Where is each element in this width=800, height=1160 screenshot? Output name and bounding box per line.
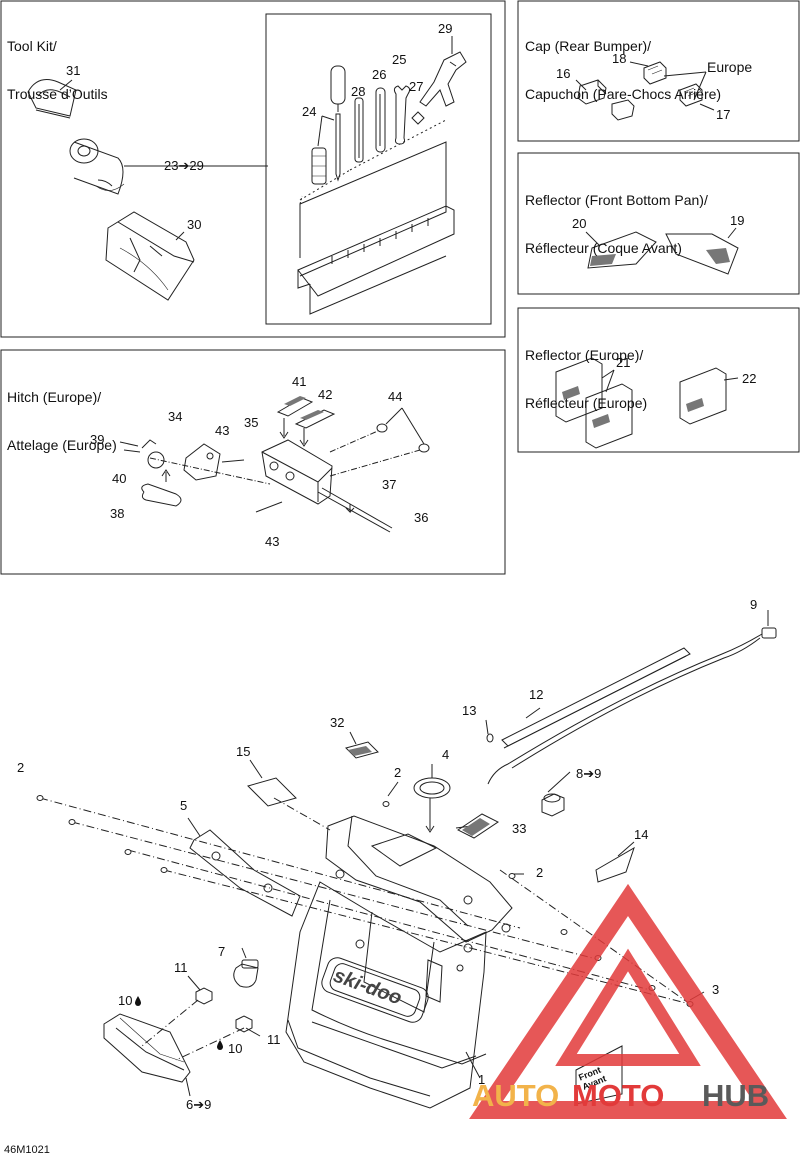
callout-23-29: 23➔29 xyxy=(164,158,204,173)
toolkit-title-fr: Trousse d’Outils xyxy=(7,86,108,102)
callout-17: 17 xyxy=(716,107,731,122)
callout-16: 16 xyxy=(556,66,571,81)
callout-8-9: 8➔9 xyxy=(576,766,602,781)
callout-2-left: 2 xyxy=(17,760,25,775)
callout-10-lower: 10 xyxy=(228,1041,243,1056)
hitch-title-fr: Attelage (Europe) xyxy=(7,437,117,453)
callout-25: 25 xyxy=(392,52,407,67)
callout-30: 30 xyxy=(187,217,202,232)
callout-21: 21 xyxy=(616,355,631,370)
callout-28: 28 xyxy=(351,84,366,99)
reflector-europe-title: Reflector (Europe)/ Réflecteur (Europe) xyxy=(525,315,647,427)
callout-11-lower: 11 xyxy=(267,1032,281,1047)
callout-3: 3 xyxy=(712,982,720,997)
callout-38: 38 xyxy=(110,506,125,521)
watermark-hub: HUB xyxy=(702,1078,770,1113)
callout-43-lower: 43 xyxy=(265,534,280,549)
hitch-title: Hitch (Europe)/ Attelage (Europe) xyxy=(7,357,117,469)
callout-34: 34 xyxy=(168,409,183,424)
toolkit-title: Tool Kit/ Trousse d’Outils xyxy=(7,6,108,118)
watermark-auto: AUTO xyxy=(472,1078,560,1113)
callout-27: 27 xyxy=(409,79,424,94)
callout-14: 14 xyxy=(634,827,649,842)
callout-24: 24 xyxy=(302,104,317,119)
reflector-front-title-fr: Réflecteur (Coque Avant) xyxy=(525,240,682,256)
callout-43-upper: 43 xyxy=(215,423,230,438)
reflector-front-title: Reflector (Front Bottom Pan)/ Réflecteur… xyxy=(525,160,708,272)
callout-37: 37 xyxy=(382,477,397,492)
hitch-title-en: Hitch (Europe)/ xyxy=(7,389,102,405)
callout-13: 13 xyxy=(462,703,477,718)
cap-title-fr: Capuchon (Pare-Chocs Arrière) xyxy=(525,86,722,102)
callout-36: 36 xyxy=(414,510,429,525)
callout-32: 32 xyxy=(330,715,345,730)
callout-44: 44 xyxy=(388,389,403,404)
callout-6-9: 6➔9 xyxy=(186,1097,212,1112)
reflector-europe-title-en: Reflector (Europe)/ xyxy=(525,347,644,363)
callout-41: 41 xyxy=(292,374,307,389)
callout-35: 35 xyxy=(244,415,259,430)
cap-title-en: Cap (Rear Bumper)/ xyxy=(525,38,652,54)
callout-39: 39 xyxy=(90,432,105,447)
callout-5: 5 xyxy=(180,798,188,813)
callout-9: 9 xyxy=(750,597,758,612)
callout-20: 20 xyxy=(572,216,587,231)
callout-29: 29 xyxy=(438,21,453,36)
callout-19: 19 xyxy=(730,213,745,228)
callout-26: 26 xyxy=(372,67,387,82)
reflector-europe-title-fr: Réflecteur (Europe) xyxy=(525,395,648,411)
callout-7: 7 xyxy=(218,944,226,959)
callout-2-right: 2 xyxy=(536,865,544,880)
reflector-front-title-en: Reflector (Front Bottom Pan)/ xyxy=(525,192,708,208)
callout-42: 42 xyxy=(318,387,333,402)
callout-18: 18 xyxy=(612,51,627,66)
diagram-code: 46M1021 xyxy=(4,1144,50,1156)
callout-2-center: 2 xyxy=(394,765,402,780)
callout-10-upper: 10 xyxy=(118,993,133,1008)
callout-40: 40 xyxy=(112,471,127,486)
cap-europe-label: Europe xyxy=(707,59,753,75)
callout-1: 1 xyxy=(478,1072,486,1087)
callout-33: 33 xyxy=(512,821,527,836)
toolkit-title-en: Tool Kit/ xyxy=(7,38,57,54)
callout-12: 12 xyxy=(529,687,544,702)
watermark-moto: MOTO xyxy=(572,1078,665,1113)
cap-title: Cap (Rear Bumper)/ Capuchon (Pare-Chocs … xyxy=(525,6,721,118)
callout-4: 4 xyxy=(442,747,450,762)
callout-15: 15 xyxy=(236,744,251,759)
callout-31: 31 xyxy=(66,63,81,78)
callout-22: 22 xyxy=(742,371,757,386)
callout-11-upper: 11 xyxy=(174,960,188,975)
